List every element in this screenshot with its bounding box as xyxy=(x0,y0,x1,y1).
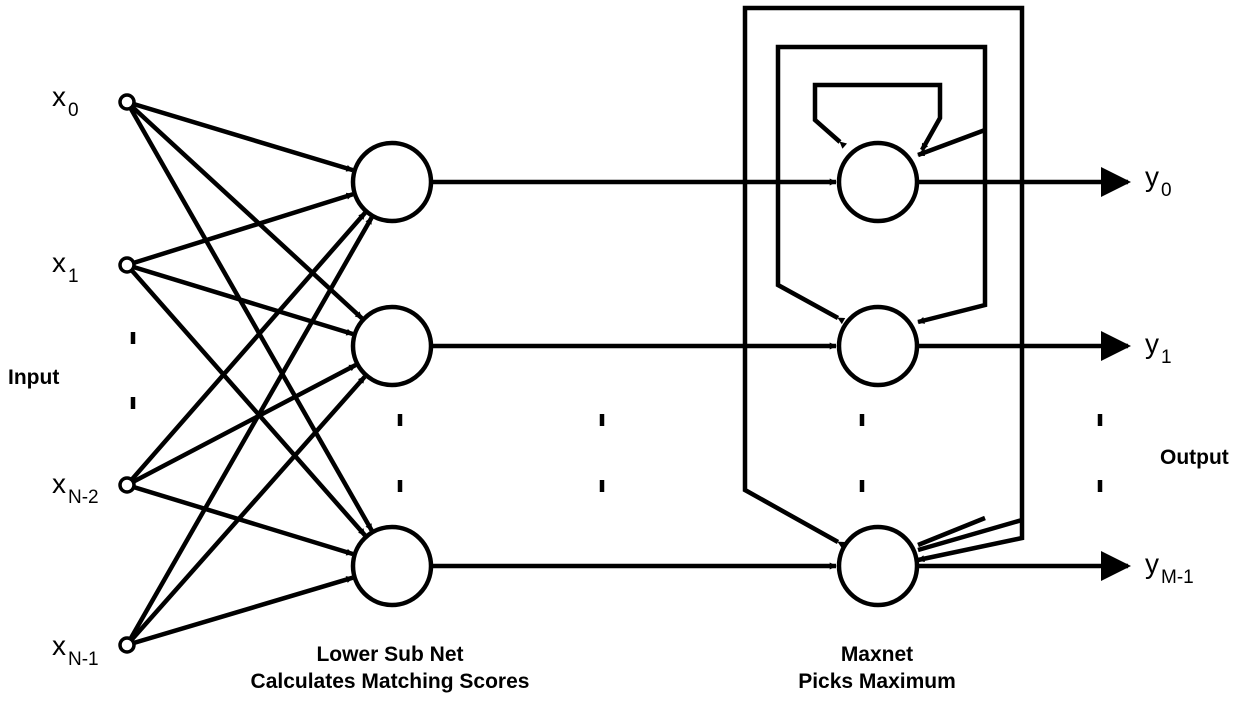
lower-subnet-title: Lower Sub Net xyxy=(316,643,463,666)
edge-input-3-lower-0 xyxy=(125,216,374,647)
edge-input-0-lower-1 xyxy=(125,100,364,320)
edge-input-0-lower-0 xyxy=(126,99,354,173)
maxnet-node-1 xyxy=(836,304,920,388)
lower-node-1 xyxy=(350,304,434,388)
maxnet-node-2 xyxy=(836,524,920,608)
maxnet-title: Maxnet xyxy=(841,643,913,666)
lower-to-maxnet-connections xyxy=(431,178,837,570)
output-section-label: Output xyxy=(1160,446,1229,469)
edge-input-1-lower-0 xyxy=(126,192,354,268)
lateral-y0-in-a xyxy=(917,127,986,158)
edge-input-3-lower-2 xyxy=(126,575,354,648)
loop-ym1 xyxy=(742,5,1025,563)
edge-input-2-lower-0 xyxy=(125,211,367,487)
input-node-1 xyxy=(118,256,136,274)
lower-subnet-subtitle: Calculates Matching Scores xyxy=(251,670,530,693)
maxnet-node-0 xyxy=(836,140,920,224)
maxnet-subtitle: Picks Maximum xyxy=(798,670,956,693)
input-section-label: Input xyxy=(8,366,59,389)
lower-node-2 xyxy=(350,524,434,608)
network-nodes xyxy=(118,93,920,654)
loop-y1 xyxy=(775,44,988,325)
output-connections xyxy=(917,167,1131,581)
lateral-ym1-in-b xyxy=(917,517,1023,553)
input-node-3 xyxy=(118,636,136,654)
edge-input-2-lower-1 xyxy=(125,363,357,487)
lateral-ym1-in-c xyxy=(917,515,986,548)
edge-input-3-lower-1 xyxy=(125,375,367,647)
edge-input-1-lower-1 xyxy=(126,262,354,337)
input-node-0 xyxy=(118,93,136,111)
lower-node-0 xyxy=(350,140,434,224)
loop-self-y0 xyxy=(812,82,943,152)
input-to-lower-connections xyxy=(125,99,374,648)
edge-input-1-lower-2 xyxy=(125,263,367,537)
edge-input-0-lower-2 xyxy=(125,100,374,532)
ellipsis-dots xyxy=(130,332,1103,492)
input-node-2 xyxy=(118,476,136,494)
maxnet-feedback-loops xyxy=(742,5,1025,563)
